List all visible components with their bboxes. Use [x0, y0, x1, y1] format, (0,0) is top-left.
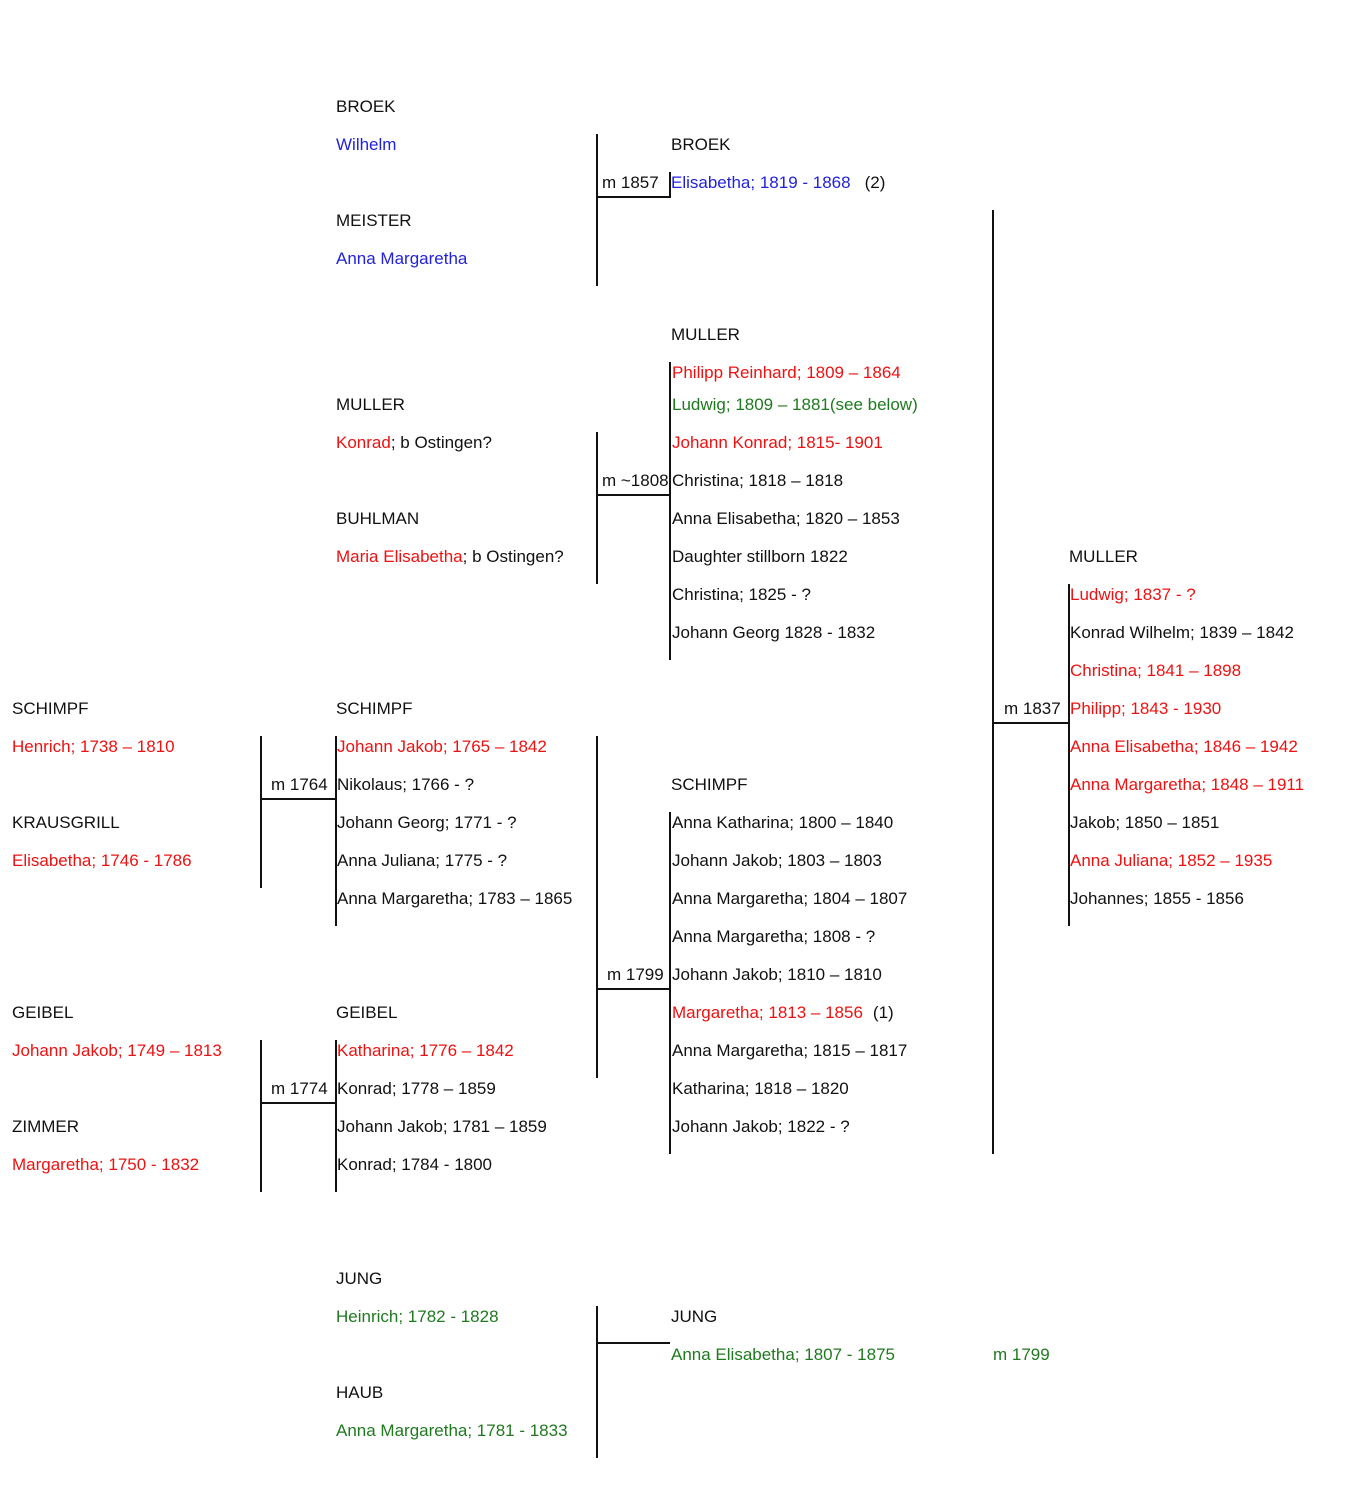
list-item: Daughter stillborn 1822 [672, 547, 848, 566]
margaretha-schimpf-name: Margaretha; 1813 – 1856 [672, 1003, 863, 1022]
surname-haub: HAUB [336, 1383, 384, 1402]
elisabetha-broek-name: Elisabetha; 1819 - 1868 [671, 173, 851, 192]
maria-elisabetha-name: Maria Elisabetha [336, 547, 463, 566]
marriage-label-1808: m ~1808 [602, 471, 669, 490]
surname-meister: MEISTER [336, 211, 412, 230]
marriage-label-1774: m 1774 [271, 1079, 328, 1098]
person-heinrich-jung: Heinrich; 1782 - 1828 [336, 1307, 499, 1326]
person-anna-margaretha-haub: Anna Margaretha; 1781 - 1833 [336, 1421, 568, 1440]
list-item: Margaretha; 1813 – 1856 (1) [672, 1003, 894, 1023]
list-item: Johann Georg; 1771 - ? [337, 813, 517, 832]
connector-broek-parents [596, 134, 598, 286]
surname-broek-father: BROEK [336, 97, 396, 116]
list-item: Philipp; 1843 - 1930 [1070, 699, 1222, 718]
connector-jung-child [596, 1342, 670, 1344]
surname-geibel-parent: GEIBEL [336, 1003, 398, 1022]
surname-jung-father: JUNG [336, 1269, 383, 1288]
marriage-label-1764: m 1764 [271, 775, 328, 794]
list-item: Johann Georg 1828 - 1832 [672, 623, 876, 642]
list-item: Anna Margaretha; 1783 – 1865 [337, 889, 573, 908]
person-elisabetha-broek: Elisabetha; 1819 - 1868 (2) [671, 173, 885, 193]
surname-zimmer: ZIMMER [12, 1117, 80, 1136]
marriage-label-1799: m 1799 [607, 965, 664, 984]
list-item: Christina; 1841 – 1898 [1070, 661, 1242, 680]
person-anna-margaretha-meister: Anna Margaretha [336, 249, 468, 268]
connector-schimpf-grandparents-marriage [260, 798, 336, 800]
connector-muller-parents [596, 432, 598, 584]
connector-final-children [1068, 584, 1070, 926]
person-elisabetha-krausgrill: Elisabetha; 1746 - 1786 [12, 851, 192, 870]
connector-schimpf-siblings [335, 736, 337, 926]
connector-broek-child [669, 172, 671, 198]
list-item: Christina; 1818 – 1818 [672, 471, 844, 490]
person-henrich-schimpf: Henrich; 1738 – 1810 [12, 737, 175, 756]
marriage-label-1837: m 1837 [1004, 699, 1061, 718]
connector-final-marriage [992, 722, 1068, 724]
list-item: Christina; 1825 - ? [672, 585, 811, 604]
connector-final-parents [992, 210, 994, 1154]
list-item: Johann Jakob; 1822 - ? [672, 1117, 850, 1136]
list-item: Anna Juliana; 1775 - ? [337, 851, 508, 870]
connector-muller-marriage [596, 494, 670, 496]
connector-geibel-siblings [335, 1040, 337, 1192]
list-item: Katharina; 1818 – 1820 [672, 1079, 849, 1098]
list-item: Jakob; 1850 – 1851 [1070, 813, 1220, 832]
connector-schimpf-children [669, 812, 671, 1154]
list-item: Anna Elisabetha; 1820 – 1853 [672, 509, 900, 528]
list-item: Johannes; 1855 - 1856 [1070, 889, 1244, 908]
margaretha-schimpf-note: (1) [872, 1003, 894, 1022]
surname-muller-father: MULLER [336, 395, 405, 414]
surname-broek-child: BROEK [671, 135, 731, 154]
person-wilhelm-broek: Wilhelm [336, 135, 397, 154]
surname-geibel-grandfather: GEIBEL [12, 1003, 74, 1022]
list-item: Konrad Wilhelm; 1839 – 1842 [1070, 623, 1294, 642]
connector-geibel-grandparents-marriage [260, 1102, 336, 1104]
list-item: Johann Jakob; 1810 – 1810 [672, 965, 882, 984]
list-item: Ludwig; 1809 – 1881(see below) [672, 395, 918, 414]
list-item: Anna Margaretha; 1815 – 1817 [672, 1041, 908, 1060]
list-item: Philipp Reinhard; 1809 – 1864 [672, 363, 901, 382]
person-maria-elisabetha-buhlman: Maria Elisabetha; b Ostingen? [336, 547, 564, 567]
connector-broek-marriage [596, 196, 670, 198]
list-item: Konrad; 1778 – 1859 [337, 1079, 496, 1098]
person-johann-jakob-geibel: Johann Jakob; 1749 – 1813 [12, 1041, 222, 1060]
person-margaretha-zimmer: Margaretha; 1750 - 1832 [12, 1155, 200, 1174]
list-item: Anna Margaretha; 1808 - ? [672, 927, 876, 946]
list-item: Anna Juliana; 1852 – 1935 [1070, 851, 1273, 870]
list-item: Johann Jakob; 1765 – 1842 [337, 737, 547, 756]
list-item: Konrad; 1784 - 1800 [337, 1155, 493, 1174]
marriage-label-jung: m 1799 [993, 1345, 1050, 1364]
list-item: Anna Margaretha; 1804 – 1807 [672, 889, 908, 908]
list-item: Nikolaus; 1766 - ? [337, 775, 475, 794]
connector-schimpf-geibel [596, 736, 598, 1078]
connector-schimpf-geibel-marriage [596, 988, 670, 990]
surname-muller-final: MULLER [1069, 547, 1138, 566]
marriage-label-1857: m 1857 [602, 173, 659, 192]
surname-schimpf-children: SCHIMPF [671, 775, 748, 794]
konrad-muller-name: Konrad [336, 433, 391, 452]
list-item: Katharina; 1776 – 1842 [337, 1041, 514, 1060]
list-item: Johann Jakob; 1781 – 1859 [337, 1117, 547, 1136]
surname-schimpf-parent: SCHIMPF [336, 699, 413, 718]
elisabetha-broek-note: (2) [864, 173, 886, 192]
list-item: Anna Margaretha; 1848 – 1911 [1070, 775, 1305, 794]
connector-jung-parents [596, 1306, 598, 1458]
surname-muller-children: MULLER [671, 325, 740, 344]
list-item: Johann Jakob; 1803 – 1803 [672, 851, 882, 870]
person-anna-elisabetha-jung: Anna Elisabetha; 1807 - 1875 [671, 1345, 896, 1364]
list-item: Anna Elisabetha; 1846 – 1942 [1070, 737, 1298, 756]
surname-buhlman: BUHLMAN [336, 509, 420, 528]
list-item: Johann Konrad; 1815- 1901 [672, 433, 883, 452]
surname-schimpf-grandfather: SCHIMPF [12, 699, 89, 718]
surname-krausgrill: KRAUSGRILL [12, 813, 120, 832]
connector-schimpf-grandparents [260, 736, 262, 888]
surname-jung-child: JUNG [671, 1307, 718, 1326]
maria-elisabetha-note: ; b Ostingen? [462, 547, 564, 566]
konrad-muller-note: ; b Ostingen? [390, 433, 492, 452]
list-item: Ludwig; 1837 - ? [1070, 585, 1196, 604]
connector-muller-children [669, 362, 671, 660]
list-item: Anna Katharina; 1800 – 1840 [672, 813, 894, 832]
person-konrad-muller: Konrad; b Ostingen? [336, 433, 492, 453]
connector-geibel-grandparents [260, 1040, 262, 1192]
